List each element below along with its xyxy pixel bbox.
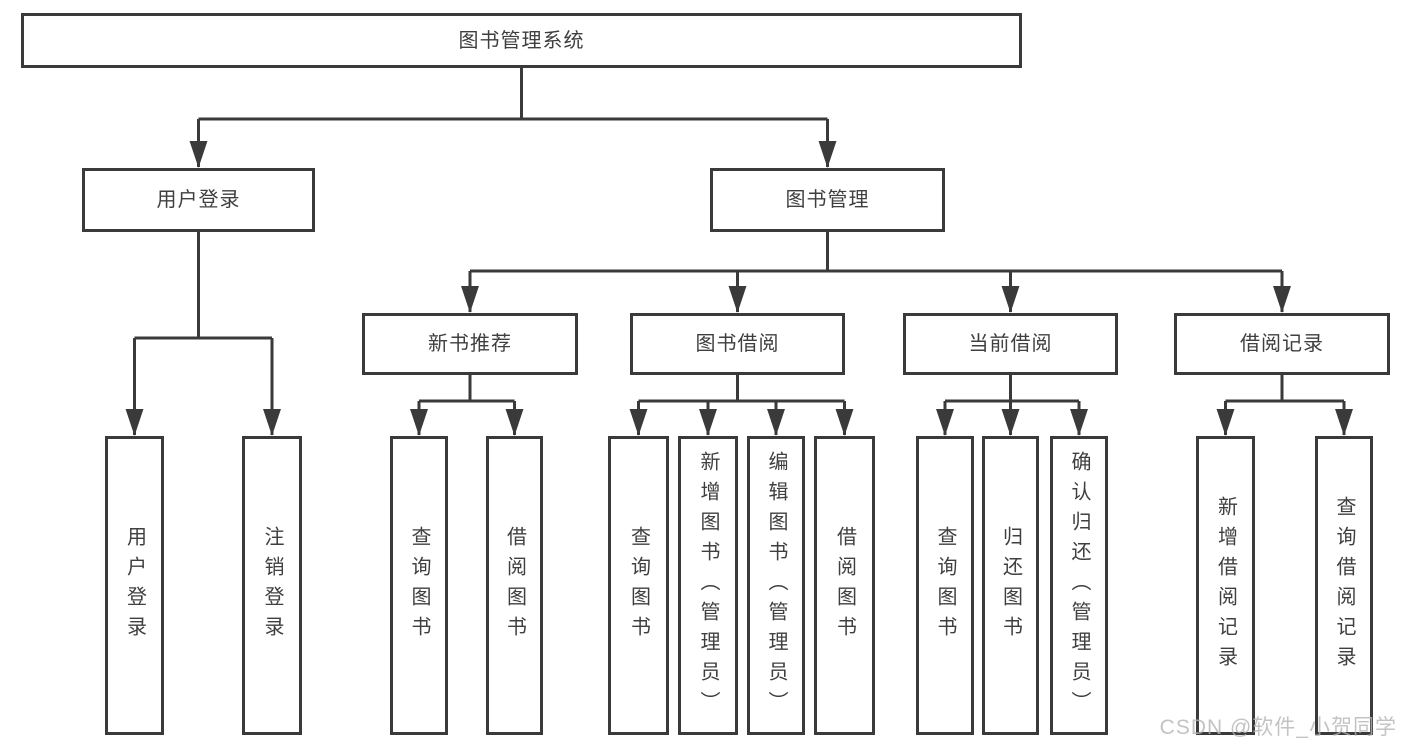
leaf-query-borrow-record: 查询借阅记录 [1315,436,1373,735]
watermark: CSDN @软件_小贺同学 [1159,716,1397,739]
leaf-query-books-current: 查询图书 [916,436,974,735]
node-user-login: 用户登录 [82,168,315,232]
leaf-logout: 注销登录 [242,436,302,735]
leaf-return-book: 归还图书 [982,436,1039,735]
leaf-add-book-admin: 新增图书（管理员） [678,436,738,735]
connector-current-borrow-to-leaves [936,375,1088,436]
leaf-edit-book-admin: 编辑图书（管理员） [747,436,805,735]
leaf-confirm-return-admin: 确认归还（管理员） [1050,436,1108,735]
leaf-query-books-borrow: 查询图书 [608,436,669,735]
leaf-add-borrow-record: 新增借阅记录 [1196,436,1255,735]
connector-new-book-recommend-to-leaves [410,375,524,436]
connector-book-management-to-level3 [461,232,1291,313]
node-current-borrow: 当前借阅 [903,313,1118,375]
leaf-user-login: 用户登录 [105,436,164,735]
node-new-book-recommend: 新书推荐 [362,313,578,375]
connector-book-borrow-to-leaves [629,375,854,436]
leaf-borrow-books: 借阅图书 [814,436,875,735]
node-book-management: 图书管理 [710,168,945,232]
connector-borrow-records-to-leaves [1216,375,1353,436]
connector-root-to-level2 [189,68,837,168]
node-borrow-records: 借阅记录 [1174,313,1390,375]
leaf-borrow-books-recommend: 借阅图书 [486,436,543,735]
connector-user-login-to-leaves [125,232,281,436]
node-root: 图书管理系统 [21,13,1022,68]
leaf-query-books-recommend: 查询图书 [390,436,448,735]
node-book-borrow: 图书借阅 [630,313,845,375]
